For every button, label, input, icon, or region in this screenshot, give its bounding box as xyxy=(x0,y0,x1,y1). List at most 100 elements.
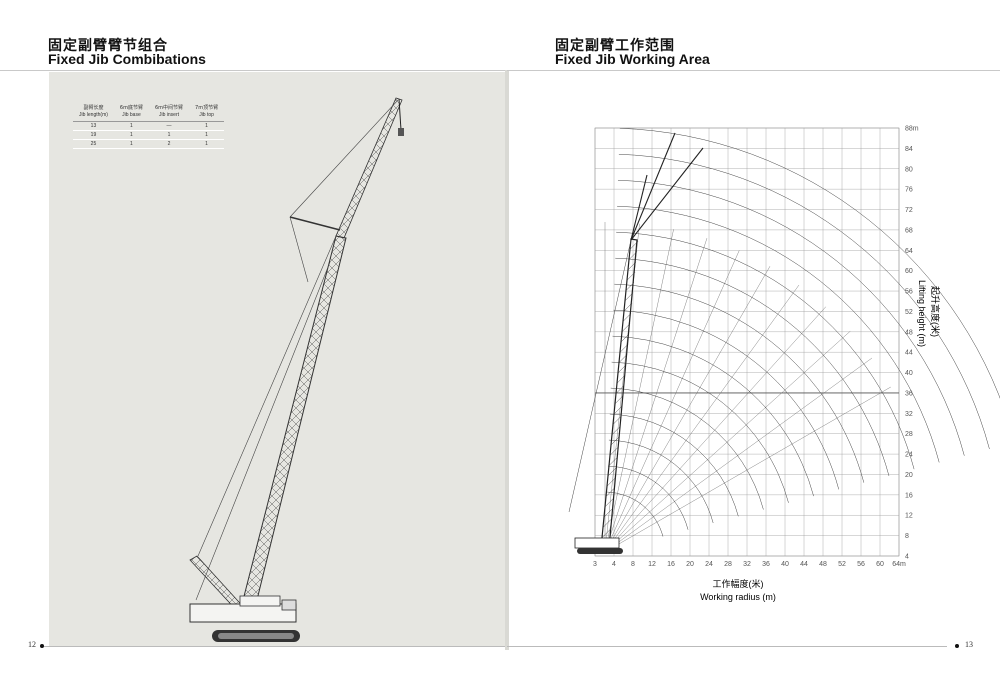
range-arc xyxy=(619,128,1000,399)
right-page-number: 13 xyxy=(965,640,973,649)
table-row: 19 1 1 1 xyxy=(73,130,225,140)
left-page-number: 12 xyxy=(28,640,36,649)
y-tick-label: 88m xyxy=(905,126,919,133)
boom-lattice xyxy=(619,344,629,353)
range-ray xyxy=(604,306,826,553)
chart-jib-short xyxy=(630,147,704,241)
range-arc xyxy=(613,309,839,490)
boom-lattice xyxy=(601,529,611,538)
boom-lattice xyxy=(618,354,628,363)
x-tick-label: 32 xyxy=(743,561,751,568)
table-cell: 2 xyxy=(148,139,190,149)
jib xyxy=(335,97,403,239)
range-arc xyxy=(608,439,714,524)
y-tick-label: 40 xyxy=(905,370,913,377)
boom-lattice xyxy=(624,292,634,301)
table-cell: 25 xyxy=(73,139,114,149)
range-arc xyxy=(612,335,814,497)
y-tick-label: 8 xyxy=(905,533,909,540)
table-cell: — xyxy=(148,121,190,131)
x-tick-label: 48 xyxy=(819,561,827,568)
table-cell: 1 xyxy=(189,130,225,140)
boom-lattice xyxy=(603,508,613,518)
x-tick-label: 8 xyxy=(631,561,635,568)
y-tick-label: 84 xyxy=(905,146,913,153)
y-tick-label: 76 xyxy=(905,187,913,194)
table-row: 13 1 — 1 xyxy=(73,121,225,131)
y-tick-label: 68 xyxy=(905,227,913,234)
table-cell: 1 xyxy=(189,139,225,149)
main-boom xyxy=(239,235,347,613)
range-ray xyxy=(604,250,740,553)
range-arc xyxy=(607,465,689,530)
x-tick-label: 52 xyxy=(838,561,846,568)
boom-lattice xyxy=(608,457,618,466)
boom-lattice xyxy=(604,498,614,507)
crane-illustration xyxy=(189,97,404,642)
y-tick-label: 48 xyxy=(905,329,913,336)
y-tick-label: 36 xyxy=(905,390,913,397)
range-arc xyxy=(611,361,789,503)
boom-lattice xyxy=(609,447,619,456)
right-title-en: Fixed Jib Working Area xyxy=(555,51,710,67)
range-arc xyxy=(609,413,739,517)
y-tick-label: 24 xyxy=(905,452,913,459)
page-gutter xyxy=(505,70,509,650)
left-title-en: Fixed Jib Combibations xyxy=(48,51,206,67)
chart-jib-long xyxy=(630,132,676,241)
y-axis-ticks: 88m8480767268646056524844403632282420161… xyxy=(905,126,919,561)
y-tick-label: 56 xyxy=(905,289,913,296)
table-cell: 1 xyxy=(113,139,149,149)
boom-lattice xyxy=(620,333,630,343)
table-cell: 1 xyxy=(113,121,149,131)
right-title-cn: 固定副臂工作范围 xyxy=(555,38,675,54)
chart-pendant xyxy=(568,239,632,513)
x-tick-label: 44 xyxy=(800,561,808,568)
boom-lattice xyxy=(628,251,638,260)
boom-lattice xyxy=(614,395,624,404)
boom-lattice xyxy=(605,488,615,497)
y-tick-label: 28 xyxy=(905,431,913,438)
y-axis-label-cn: 起升高度(米) xyxy=(930,286,941,337)
crane-body xyxy=(189,603,297,623)
left-header-rule xyxy=(0,70,505,71)
boom-lattice xyxy=(602,519,612,528)
range-ray xyxy=(604,331,851,553)
range-arc xyxy=(607,491,664,537)
boom-lattice xyxy=(617,364,627,374)
y-tick-label: 80 xyxy=(905,166,913,173)
boom-lattice xyxy=(616,375,626,384)
boom-lattice xyxy=(627,261,637,271)
x-tick-label: 4 xyxy=(612,561,616,568)
chart-crane-figure xyxy=(568,132,704,554)
x-tick-label: 60 xyxy=(876,561,884,568)
table-cell: 13 xyxy=(73,121,114,131)
y-tick-label: 4 xyxy=(905,554,909,561)
x-axis-label-cn: 工作幅度(米) xyxy=(713,578,764,589)
x-tick-label: 12 xyxy=(648,561,656,568)
right-footer-rule xyxy=(507,646,947,647)
y-tick-label: 20 xyxy=(905,472,913,479)
table-cell: 1 xyxy=(189,121,225,131)
table-row: 25 1 2 1 xyxy=(73,139,225,149)
jib-combination-panel xyxy=(49,72,505,647)
x-tick-label: 64m xyxy=(892,561,906,568)
y-tick-label: 72 xyxy=(905,207,913,214)
range-arc xyxy=(617,205,940,463)
boom-lattice xyxy=(611,426,621,435)
range-arc xyxy=(610,387,764,510)
y-tick-label: 44 xyxy=(905,350,913,357)
x-tick-label: 40 xyxy=(781,561,789,568)
table-cell: 19 xyxy=(73,130,114,140)
boom-lattice xyxy=(625,282,635,291)
chart-grid xyxy=(594,127,900,557)
boom-lattice xyxy=(622,313,632,322)
